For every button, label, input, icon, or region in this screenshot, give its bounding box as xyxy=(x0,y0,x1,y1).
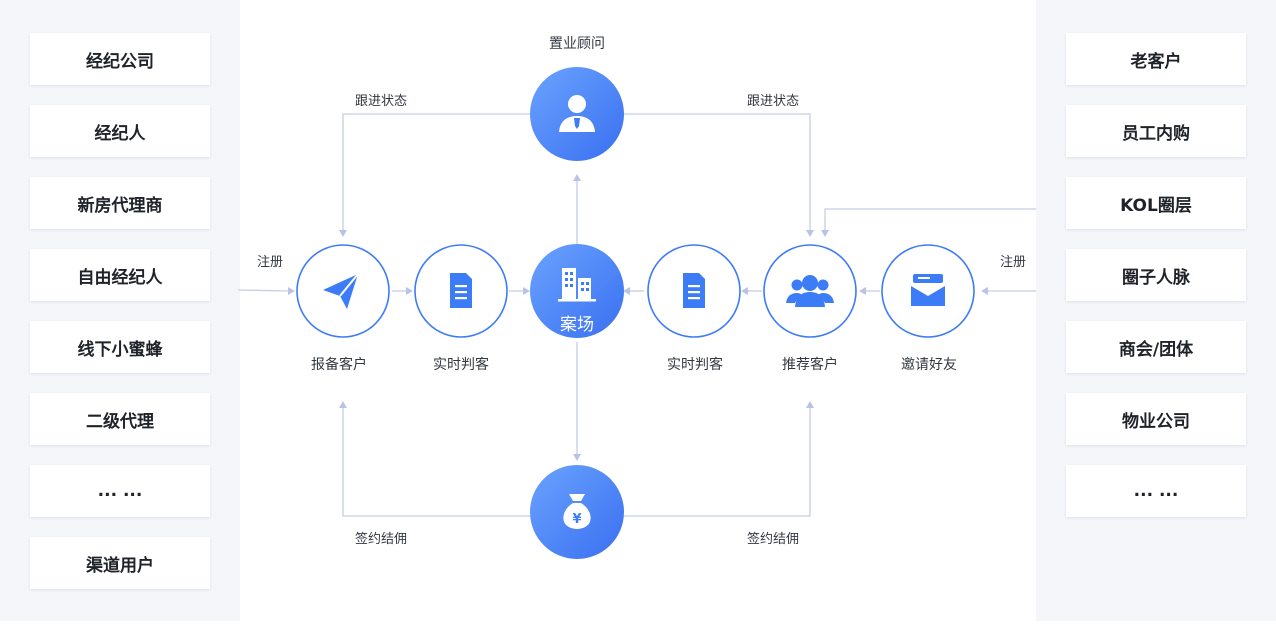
arrow-head xyxy=(859,287,866,295)
left-card-7[interactable]: ... ... xyxy=(30,465,210,517)
arrow-head xyxy=(741,287,748,295)
arrow-head xyxy=(806,401,814,408)
arrow-heads xyxy=(288,174,988,461)
realtime-right-label: 实时判客 xyxy=(667,357,723,373)
advisor-label: 置业顾问 xyxy=(549,36,605,52)
left-card-5[interactable]: 线下小蜜蜂 xyxy=(30,321,210,373)
left-card-4[interactable]: 自由经纪人 xyxy=(30,249,210,301)
right-card-7[interactable]: ... ... xyxy=(1066,465,1246,517)
arrow-head xyxy=(981,287,988,295)
arrow-head xyxy=(288,287,295,295)
follow-right-line xyxy=(624,113,811,230)
card-label: 自由经纪人 xyxy=(77,267,163,288)
right-card-4[interactable]: 圈子人脉 xyxy=(1066,249,1246,301)
center-node[interactable] xyxy=(530,244,624,338)
invite-friend-label: 邀请好友 xyxy=(901,357,957,373)
paper-plane-fold xyxy=(339,273,359,297)
arrow-head xyxy=(573,454,581,461)
follow-right-label: 跟进状态 xyxy=(746,94,800,109)
card-label: 物业公司 xyxy=(1122,411,1190,432)
register-right-label: 注册 xyxy=(999,255,1027,270)
arrow-head xyxy=(339,230,347,237)
card-label: 商会/团体 xyxy=(1118,339,1194,360)
sign-left-label: 签约结佣 xyxy=(354,532,408,547)
arrow-head xyxy=(806,230,814,237)
left-card-6[interactable]: 二级代理 xyxy=(30,393,210,445)
group-icon xyxy=(786,275,834,307)
envelope-icon xyxy=(911,274,945,306)
yen-icon: ¥ xyxy=(572,512,581,527)
connector-lines xyxy=(237,113,1036,517)
kol-connector-line xyxy=(824,208,1036,230)
left-card-1[interactable]: 经纪公司 xyxy=(30,33,210,85)
card-label: 老客户 xyxy=(1130,51,1182,72)
report-client-label: 报备客户 xyxy=(311,357,367,373)
arrow-head xyxy=(339,401,347,408)
left-card-8[interactable]: 渠道用户 xyxy=(30,537,210,589)
arrow-head xyxy=(406,287,413,295)
right-card-6[interactable]: 物业公司 xyxy=(1066,393,1246,445)
tie-icon xyxy=(574,118,580,129)
card-label: 员工内购 xyxy=(1122,123,1190,144)
left-card-2[interactable]: 经纪人 xyxy=(30,105,210,157)
card-label: 渠道用户 xyxy=(86,555,154,576)
arrow-head xyxy=(573,174,581,181)
money-bag-icon xyxy=(563,494,591,529)
card-label: 二级代理 xyxy=(86,411,154,432)
card-label: ... ... xyxy=(97,481,143,501)
register-left-label: 注册 xyxy=(256,255,284,270)
invite-friend-node[interactable] xyxy=(881,244,975,338)
card-label: ... ... xyxy=(1133,481,1179,501)
sign-left-line xyxy=(342,408,530,517)
arrow-head xyxy=(523,287,530,295)
right-card-5[interactable]: 商会/团体 xyxy=(1066,321,1246,373)
arrow-head xyxy=(821,230,829,237)
left-channel-panel: 经纪公司 经纪人 新房代理商 自由经纪人 线下小蜜蜂 二级代理 ... ... … xyxy=(0,0,240,621)
advisor-node[interactable] xyxy=(530,67,624,161)
recommend-client-label: 推荐客户 xyxy=(782,357,838,373)
arrow-head xyxy=(623,287,630,295)
right-channel-panel: 老客户 员工内购 KOL圈层 圈子人脉 商会/团体 物业公司 ... ... xyxy=(1036,0,1276,621)
card-label: 圈子人脉 xyxy=(1122,267,1190,288)
document-icon-left xyxy=(450,273,472,308)
right-card-3[interactable]: KOL圈层 xyxy=(1066,177,1246,229)
card-label: 经纪人 xyxy=(94,123,146,144)
card-label: KOL圈层 xyxy=(1120,195,1192,216)
card-label: 新房代理商 xyxy=(77,195,163,216)
center-label: 案场 xyxy=(560,315,594,335)
right-card-1[interactable]: 老客户 xyxy=(1066,33,1246,85)
realtime-left-label: 实时判客 xyxy=(433,357,489,373)
sign-right-line xyxy=(624,408,811,517)
card-label: 经纪公司 xyxy=(86,51,154,72)
left-card-3[interactable]: 新房代理商 xyxy=(30,177,210,229)
paper-plane-icon xyxy=(323,274,358,309)
card-label: 线下小蜜蜂 xyxy=(77,339,163,360)
document-icon-right xyxy=(683,273,705,308)
register-left-line xyxy=(237,289,289,292)
follow-left-line xyxy=(342,113,530,230)
sign-right-label: 签约结佣 xyxy=(746,532,800,547)
right-card-2[interactable]: 员工内购 xyxy=(1066,105,1246,157)
follow-left-label: 跟进状态 xyxy=(354,94,408,109)
building-windows xyxy=(565,272,589,291)
